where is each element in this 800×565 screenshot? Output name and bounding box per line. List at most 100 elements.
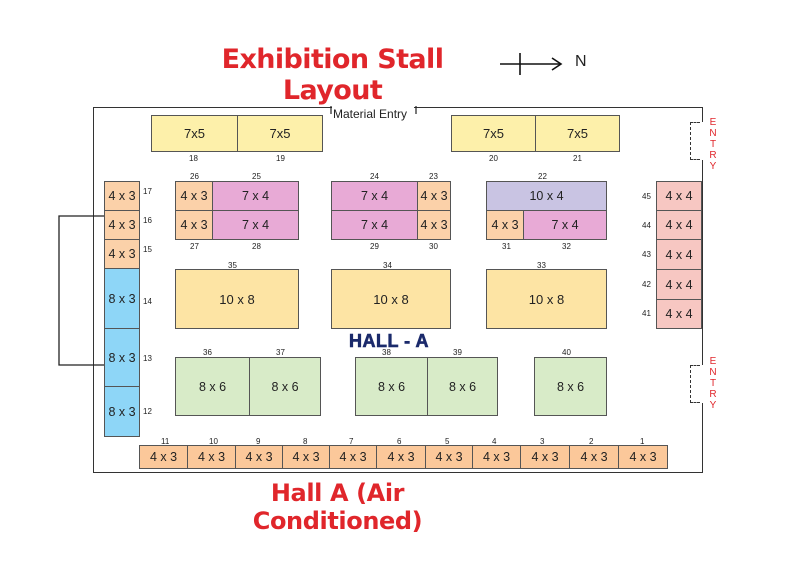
material-entry-gap — [332, 106, 414, 110]
stall-45[interactable]: 4 x 4 — [656, 181, 702, 211]
stall-number: 12 — [143, 407, 152, 416]
stall-number: 9 — [256, 437, 261, 446]
stall-38[interactable]: 8 x 6 — [355, 357, 428, 416]
stall-7[interactable]: 4 x 3 — [329, 445, 377, 469]
stall-number: 39 — [453, 348, 462, 357]
stall-2[interactable]: 4 x 3 — [569, 445, 619, 469]
stall-37[interactable]: 8 x 6 — [249, 357, 321, 416]
stall-34[interactable]: 10 x 8 — [331, 269, 451, 329]
entry-label-top: ENTRY — [709, 117, 717, 172]
diagram-title: Exhibition Stall Layout — [221, 44, 444, 106]
stall-number: 34 — [383, 261, 392, 270]
stall-44[interactable]: 4 x 4 — [656, 210, 702, 240]
stall-number: 7 — [349, 437, 354, 446]
stall-18[interactable]: 7x5 — [151, 115, 238, 152]
stall-number: 23 — [429, 172, 438, 181]
north-arrow-icon — [500, 53, 563, 75]
stall-27[interactable]: 4 x 3 — [175, 210, 213, 240]
stall-20[interactable]: 7x5 — [451, 115, 536, 152]
stall-26[interactable]: 4 x 3 — [175, 181, 213, 211]
stall-4[interactable]: 4 x 3 — [472, 445, 521, 469]
stall-41[interactable]: 4 x 4 — [656, 299, 702, 329]
stall-30[interactable]: 4 x 3 — [417, 210, 451, 240]
stall-number: 28 — [252, 242, 261, 251]
entry-door-top — [690, 122, 700, 160]
hall-name-label: HALL - A — [349, 331, 429, 352]
stall-10[interactable]: 4 x 3 — [187, 445, 236, 469]
stall-24[interactable]: 7 x 4 — [331, 181, 418, 211]
stall-12[interactable]: 8 x 3 — [104, 386, 140, 437]
stall-number: 13 — [143, 354, 152, 363]
stall-8[interactable]: 4 x 3 — [282, 445, 330, 469]
stall-number: 19 — [276, 154, 285, 163]
stall-number: 10 — [209, 437, 218, 446]
stall-number: 42 — [642, 280, 651, 289]
stall-29[interactable]: 7 x 4 — [331, 210, 418, 240]
stall-number: 15 — [143, 245, 152, 254]
stall-17[interactable]: 4 x 3 — [104, 181, 140, 211]
stall-28[interactable]: 7 x 4 — [212, 210, 299, 240]
stall-15[interactable]: 4 x 3 — [104, 239, 140, 269]
stall-number: 8 — [303, 437, 308, 446]
compass-label: N — [575, 53, 587, 70]
stall-number: 41 — [642, 309, 651, 318]
material-entry-marks-icon — [330, 106, 417, 114]
stall-number: 14 — [143, 297, 152, 306]
stall-21[interactable]: 7x5 — [535, 115, 620, 152]
stall-39[interactable]: 8 x 6 — [427, 357, 498, 416]
hall-subtitle: Hall A (Air Conditioned) — [252, 479, 423, 535]
stall-25[interactable]: 7 x 4 — [212, 181, 299, 211]
stall-5[interactable]: 4 x 3 — [425, 445, 473, 469]
material-entry-label: Material Entry — [333, 107, 408, 121]
stall-43[interactable]: 4 x 4 — [656, 239, 702, 270]
stall-35[interactable]: 10 x 8 — [175, 269, 299, 329]
stall-number: 30 — [429, 242, 438, 251]
stall-number: 38 — [382, 348, 391, 357]
stall-number: 5 — [445, 437, 450, 446]
stall-16[interactable]: 4 x 3 — [104, 210, 140, 240]
stall-33[interactable]: 10 x 8 — [486, 269, 607, 329]
stall-22[interactable]: 10 x 4 — [486, 181, 607, 211]
stall-number: 27 — [190, 242, 199, 251]
stall-number: 29 — [370, 242, 379, 251]
stall-number: 21 — [573, 154, 582, 163]
stall-3[interactable]: 4 x 3 — [520, 445, 570, 469]
stall-number: 6 — [397, 437, 402, 446]
stall-number: 45 — [642, 192, 651, 201]
stall-number: 26 — [190, 172, 199, 181]
stall-6[interactable]: 4 x 3 — [376, 445, 426, 469]
stall-number: 2 — [589, 437, 594, 446]
stall-11[interactable]: 4 x 3 — [139, 445, 188, 469]
stall-number: 32 — [562, 242, 571, 251]
stall-number: 44 — [642, 221, 651, 230]
stall-number: 35 — [228, 261, 237, 270]
stall-number: 16 — [143, 216, 152, 225]
stall-number: 18 — [189, 154, 198, 163]
entry-label-bottom: ENTRY — [709, 356, 717, 411]
stall-9[interactable]: 4 x 3 — [235, 445, 283, 469]
stall-19[interactable]: 7x5 — [237, 115, 323, 152]
stall-number: 33 — [537, 261, 546, 270]
entry-door-bottom — [690, 365, 700, 403]
stall-14[interactable]: 8 x 3 — [104, 268, 140, 329]
stall-number: 20 — [489, 154, 498, 163]
stall-40[interactable]: 8 x 6 — [534, 357, 607, 416]
stall-number: 43 — [642, 250, 651, 259]
stall-13[interactable]: 8 x 3 — [104, 328, 140, 387]
stall-number: 1 — [640, 437, 645, 446]
stall-23[interactable]: 4 x 3 — [417, 181, 451, 211]
side-corridor-line — [58, 215, 105, 366]
stall-42[interactable]: 4 x 4 — [656, 269, 702, 300]
stall-number: 11 — [161, 437, 170, 446]
stall-1[interactable]: 4 x 3 — [618, 445, 668, 469]
stall-number: 24 — [370, 172, 379, 181]
stall-number: 31 — [502, 242, 511, 251]
stall-36[interactable]: 8 x 6 — [175, 357, 250, 416]
stall-number: 25 — [252, 172, 261, 181]
entry-gap-bottom — [700, 365, 706, 403]
stall-32[interactable]: 7 x 4 — [523, 210, 607, 240]
stall-number: 37 — [276, 348, 285, 357]
stall-number: 4 — [492, 437, 497, 446]
stall-number: 40 — [562, 348, 571, 357]
stall-31[interactable]: 4 x 3 — [486, 210, 524, 240]
